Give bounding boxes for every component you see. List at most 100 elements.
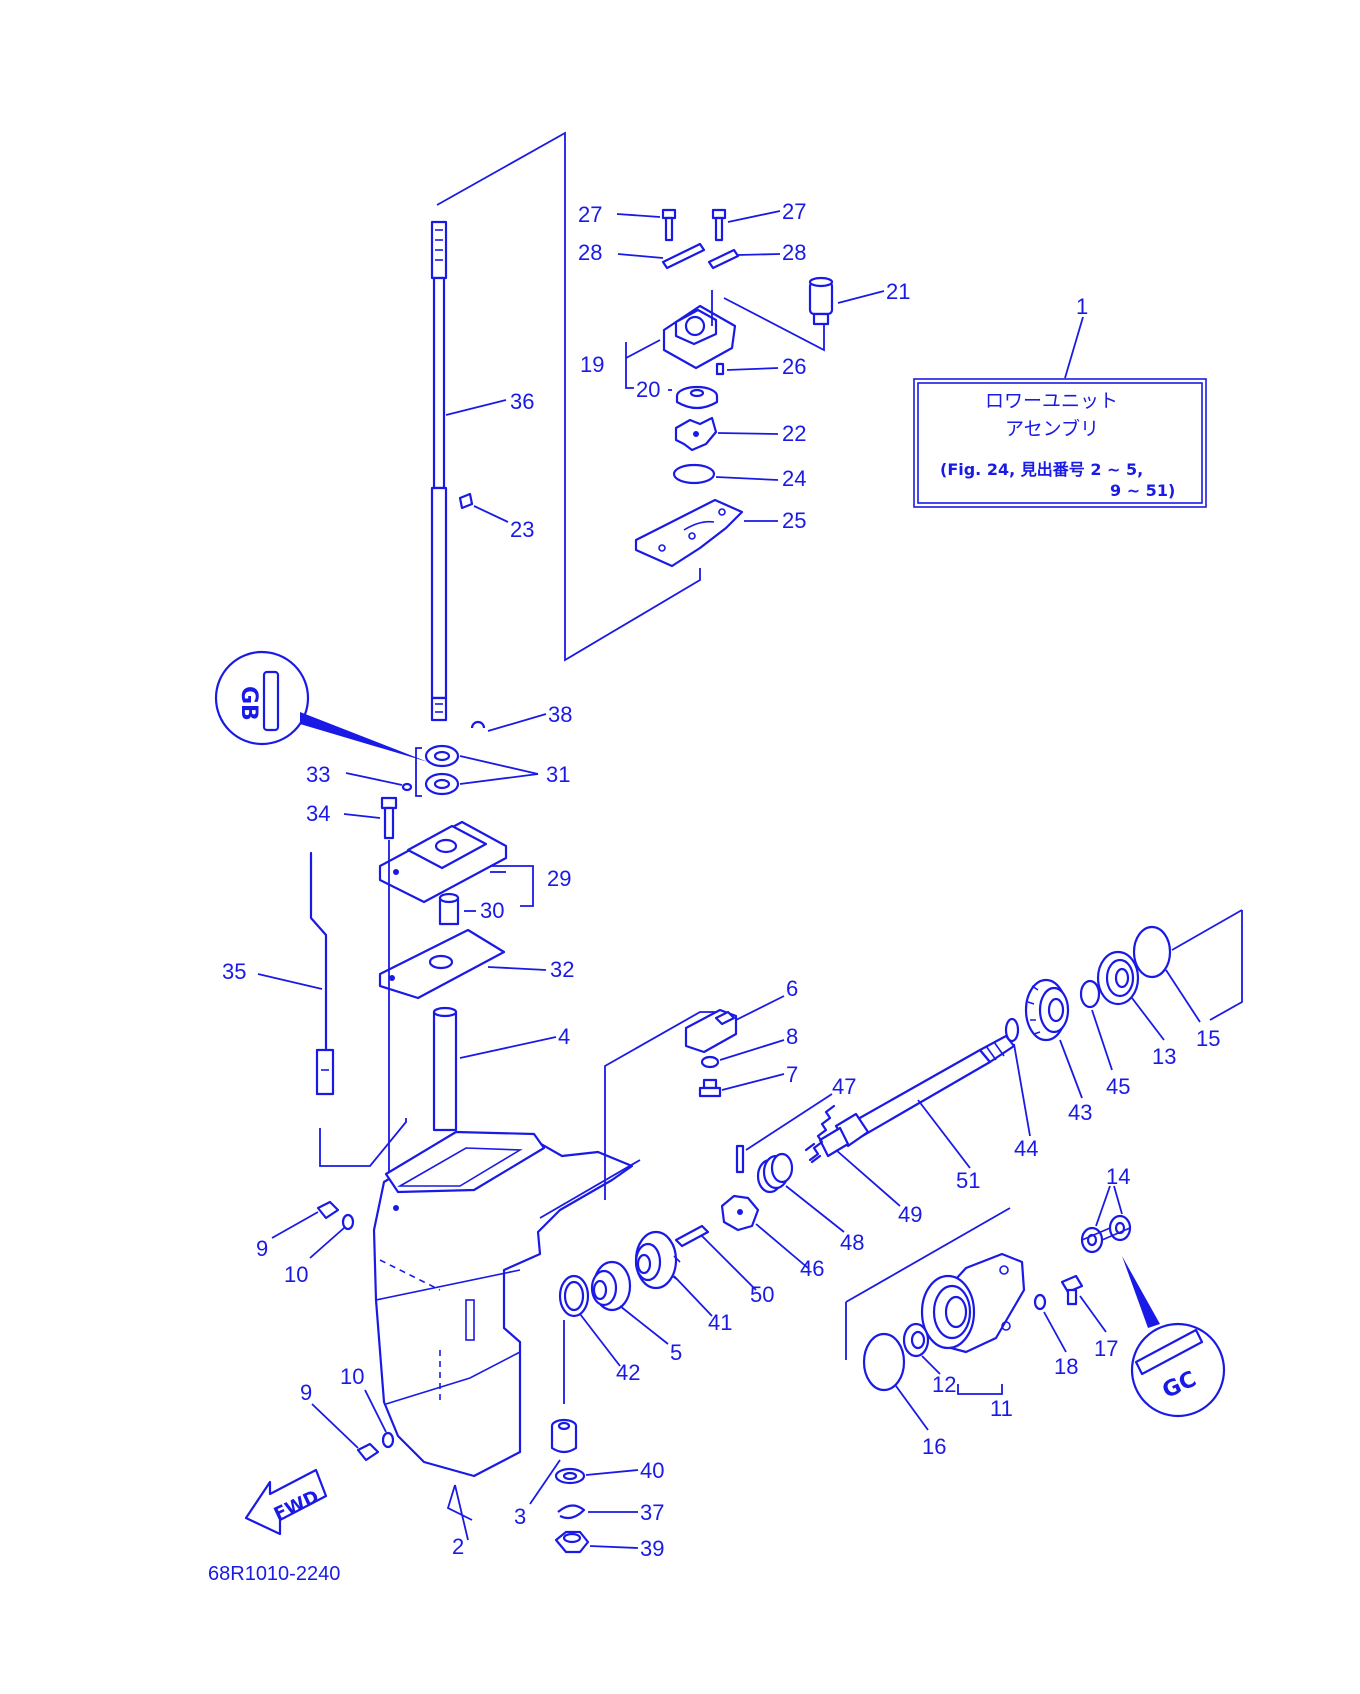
callout-13: 13 [1152,1044,1176,1069]
callout-6: 6 [786,976,798,1001]
callout-25: 25 [782,508,806,533]
water-tube-4 [432,1006,458,1132]
title-line-1: ロワーユニット [985,390,1118,412]
callout-39: 39 [640,1536,664,1561]
callout-2: 2 [452,1534,464,1559]
impeller-22 [674,416,718,452]
callout-11: 11 [990,1396,1013,1421]
callout-30: 30 [480,898,504,923]
shim-45 [1079,979,1101,1009]
anode-6 [684,1008,738,1054]
clip-37 [557,1504,586,1520]
drive-shaft-36 [430,220,448,722]
callout-9-upper: 9 [256,1236,268,1261]
callout-28-right: 28 [782,240,806,265]
callout-40: 40 [640,1458,664,1483]
callout-34: 34 [306,801,330,826]
callout-31: 31 [546,762,570,787]
pin-47 [735,1144,745,1174]
callout-35: 35 [222,959,246,984]
grease-badge-gc: GC [1122,1256,1226,1418]
gasket-32 [378,928,506,1000]
washer-10-upper [341,1213,355,1231]
grease-badge-gb: GB [214,650,428,762]
callout-20: 20 [636,377,660,402]
callout-19: 19 [580,352,604,377]
drawing-code: 68R1010-2240 [208,1563,340,1585]
plate-washer-28-right [707,248,740,270]
collar-21 [808,276,834,326]
propeller-shaft-housing-11 [920,1252,1026,1354]
propeller-shaft-51 [818,1034,1016,1158]
grease-badge-gb-label: GB [236,686,261,721]
bolt-9-lower [356,1442,380,1462]
bearings-31 [415,744,460,797]
callout-42: 42 [616,1360,640,1385]
circlip-38 [470,720,486,729]
callout-16: 16 [922,1434,946,1459]
callout-5: 5 [670,1340,682,1365]
callout-1: 1 [1076,294,1088,319]
washer-44 [1004,1017,1020,1043]
pin-26 [715,362,725,376]
bolt-9-upper [316,1200,340,1220]
title-line-2: アセンブリ [1005,417,1099,440]
bearing-housing-29 [378,820,508,904]
callout-38: 38 [548,702,572,727]
clip-23 [458,492,474,510]
lower-case-2 [372,1130,634,1478]
bolt-17 [1060,1274,1084,1306]
callout-10-lower: 10 [340,1364,364,1389]
taper-bearing-5 [590,1260,632,1312]
drain-plug-39 [554,1530,590,1554]
callout-27-right: 27 [782,199,806,224]
shim-42 [558,1274,590,1318]
pump-housing-19 [662,290,737,370]
upper-assembly-bracket [436,131,701,662]
callout-3: 3 [514,1504,526,1529]
ring-33 [401,782,413,792]
washer-40 [554,1467,586,1485]
washer-8 [700,1055,720,1069]
fwd-direction-arrow: FWD [244,1468,328,1536]
callout-24: 24 [782,466,806,491]
forward-gear-41 [634,1230,681,1290]
callout-4: 4 [558,1024,570,1049]
callout-28-left: 28 [578,240,602,265]
bolt-27-right [711,208,727,242]
callout-21: 21 [886,279,910,304]
grommet-3 [550,1418,578,1454]
callout-9-lower: 9 [300,1380,312,1405]
callout-37: 37 [640,1500,664,1525]
outer-plate-cartridge-25 [634,498,744,568]
cartridge-insert-20 [675,385,719,410]
callout-18: 18 [1054,1354,1078,1379]
callout-48: 48 [840,1230,864,1255]
callout-43: 43 [1068,1100,1092,1125]
ball-bearing-13 [1096,950,1140,1006]
callout-17: 17 [1094,1336,1118,1361]
callout-26: 26 [782,354,806,379]
water-pump-group: 27 27 28 28 19 26 [578,199,910,568]
callout-36: 36 [510,389,534,414]
o-ring-16 [862,1332,906,1392]
callout-51: 51 [956,1168,980,1193]
callout-29: 29 [547,866,571,891]
pin-50 [674,1224,710,1248]
shift-rod-35 [309,851,335,1096]
callout-7: 7 [786,1062,798,1087]
callout-49: 49 [898,1202,922,1227]
callout-12: 12 [932,1372,956,1397]
callout-14: 14 [1106,1164,1130,1189]
bolt-27-left [661,208,677,242]
callout-22: 22 [782,421,806,446]
callout-47: 47 [832,1074,856,1099]
callout-50: 50 [750,1282,774,1307]
bushings-14 [1080,1214,1132,1254]
dog-clutch-46 [720,1194,760,1232]
washer-18 [1033,1293,1047,1311]
callout-45: 45 [1106,1074,1130,1099]
callout-32: 32 [550,957,574,982]
oil-seal-12 [902,1322,930,1358]
